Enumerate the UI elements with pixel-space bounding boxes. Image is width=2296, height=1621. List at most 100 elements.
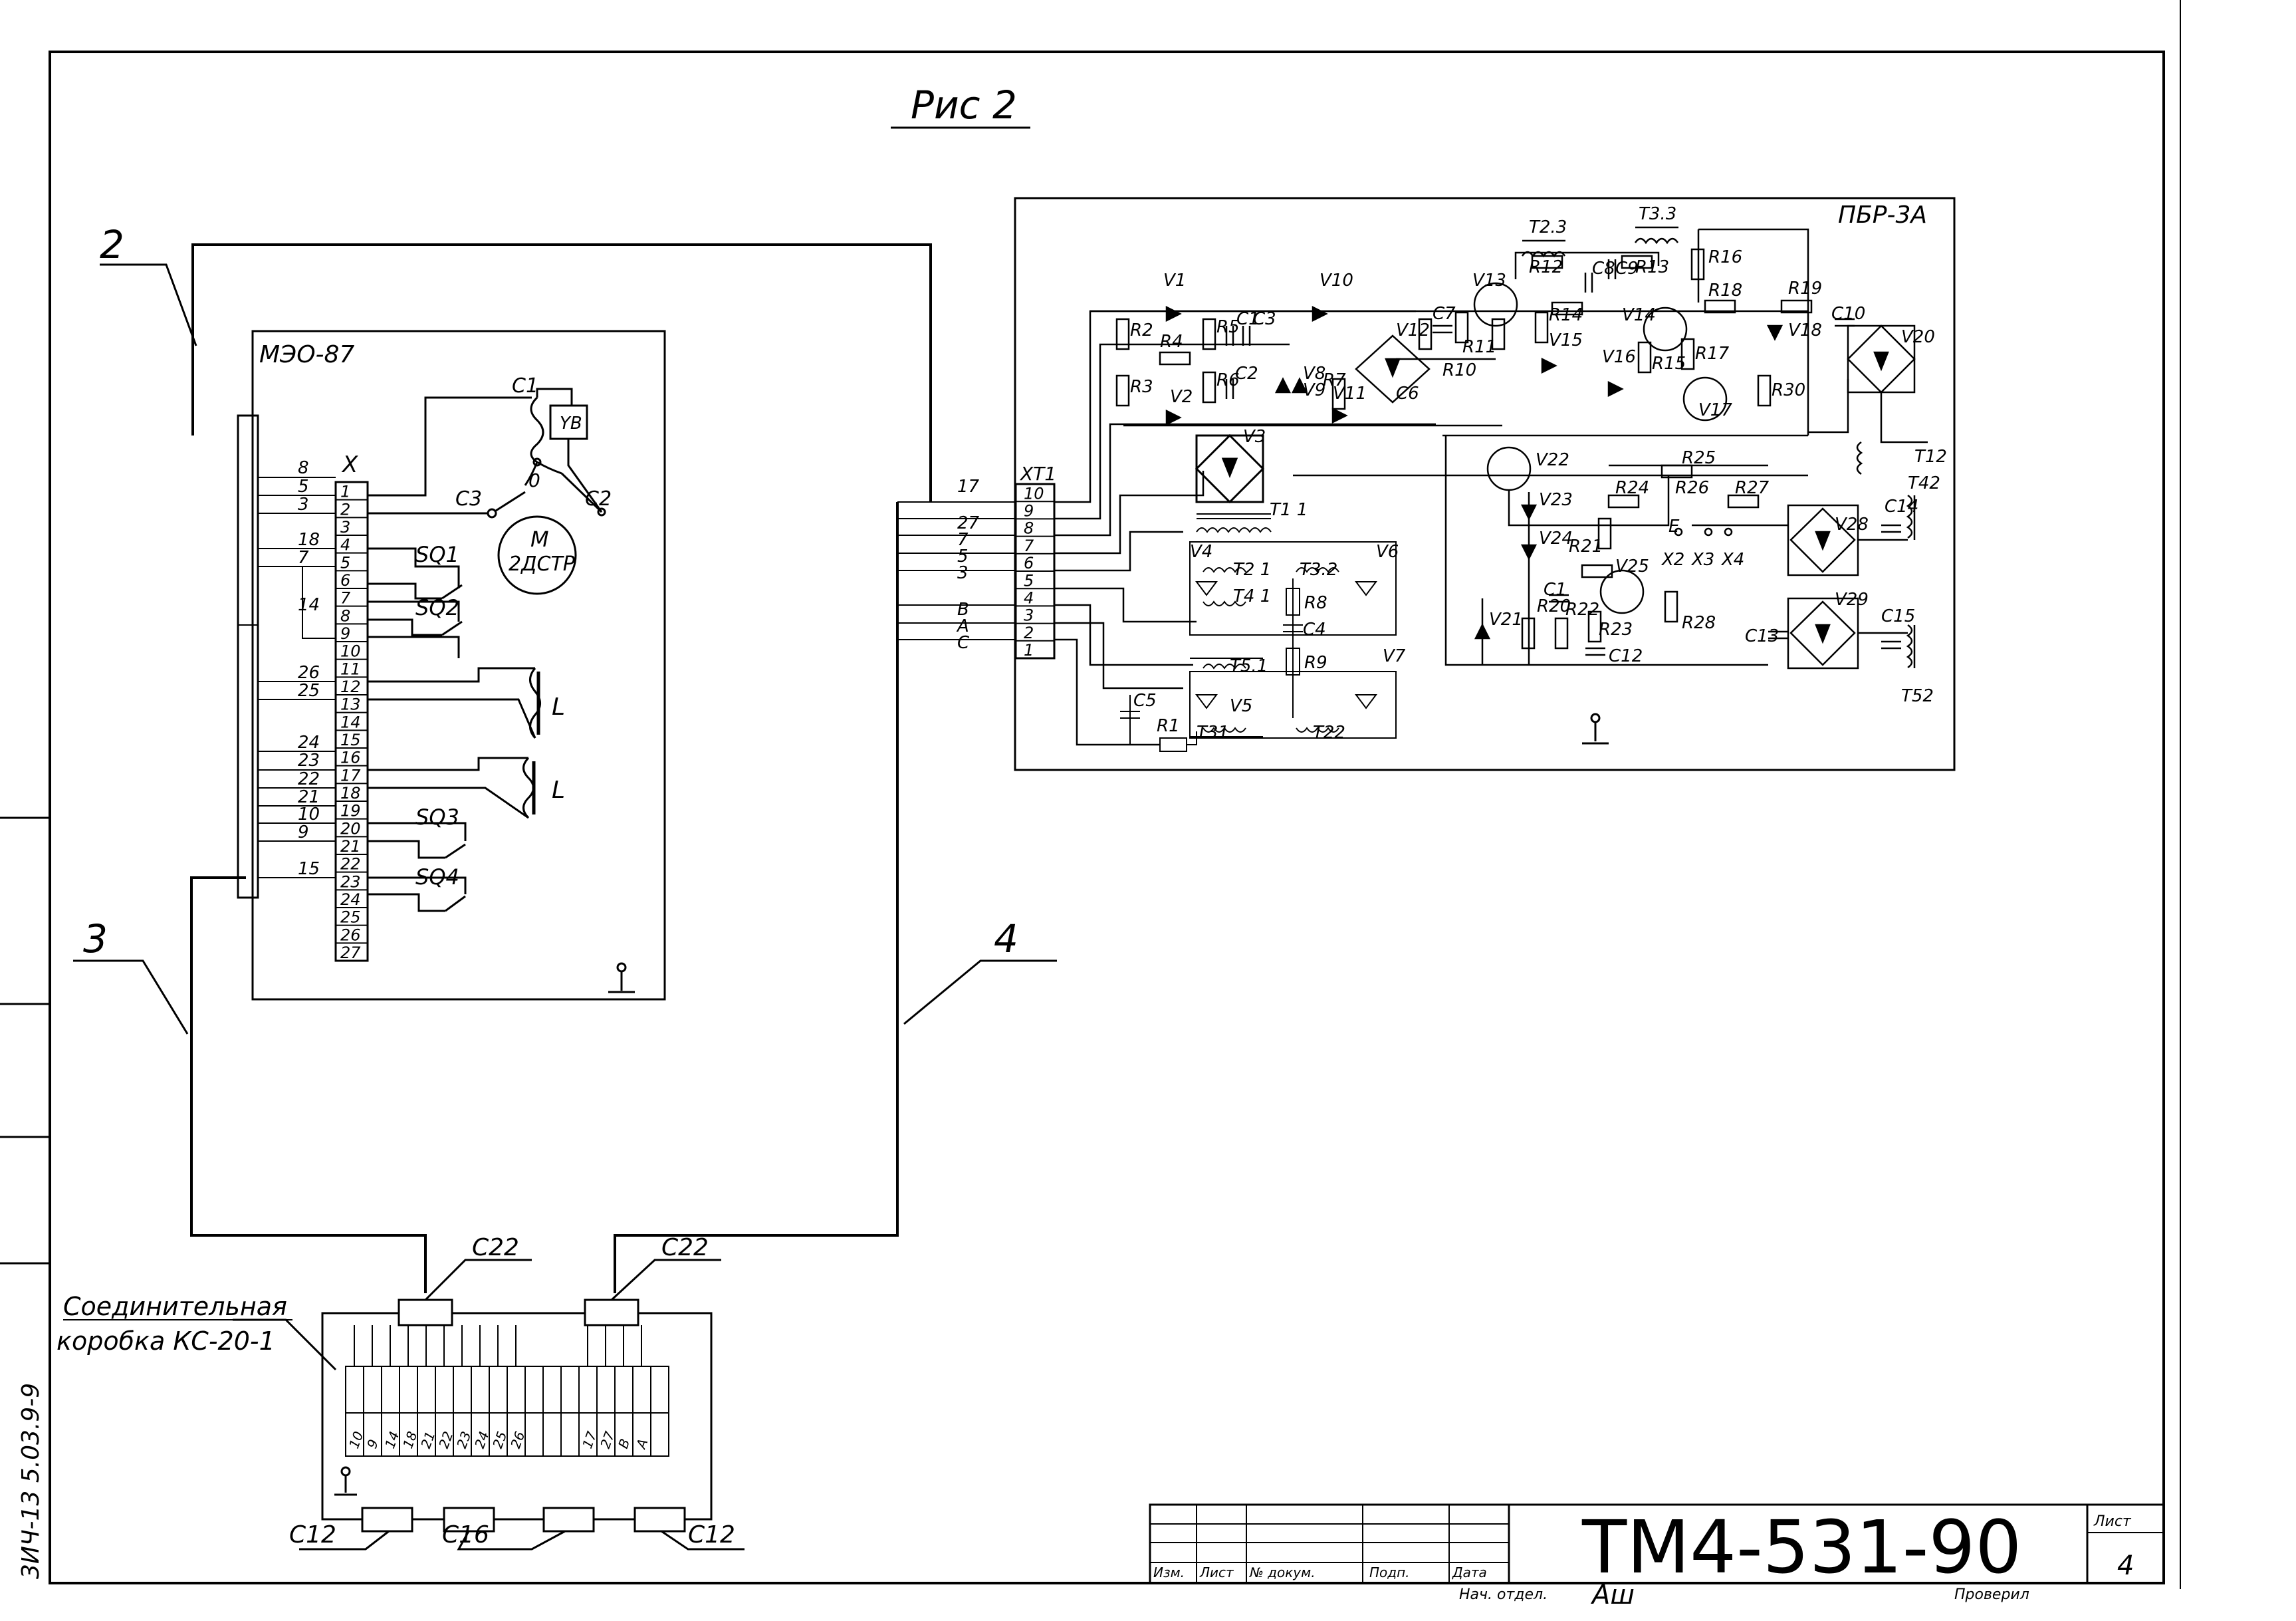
tb-header-1: Лист <box>1199 1564 1234 1580</box>
pbr-wire-C: C <box>957 633 970 653</box>
component-v3: V3 <box>1243 427 1266 447</box>
gland-label-bottom-mid: С16 <box>442 1521 489 1549</box>
component-v15: V15 <box>1549 330 1583 350</box>
component-r22: R22 <box>1565 600 1599 620</box>
motor-node-zero: 0 <box>528 469 540 491</box>
component-r8: R8 <box>1304 593 1327 613</box>
component-v13: V13 <box>1472 271 1506 291</box>
meo-terminal-15: 15 <box>340 731 361 749</box>
margin-stamp: 3ИЧ-13 5.03.9-9 <box>17 1383 45 1579</box>
component-r14: R14 <box>1549 305 1583 325</box>
component-v1: V1 <box>1163 271 1186 291</box>
component-t52: T52 <box>1901 686 1934 706</box>
sheet-frame <box>0 0 2181 1589</box>
meo-strip-label: X <box>341 451 358 478</box>
component-r4: R4 <box>1160 332 1183 352</box>
xt1-pin-6: 6 <box>1024 554 1034 572</box>
meo-terminal-17: 17 <box>340 766 361 785</box>
component-r30: R30 <box>1772 380 1805 400</box>
component-v16: V16 <box>1602 347 1636 367</box>
component-v2: V2 <box>1170 387 1193 407</box>
component-r26: R26 <box>1675 478 1709 498</box>
component-r28: R28 <box>1682 613 1716 633</box>
component-r21: R21 <box>1569 537 1603 557</box>
meo-terminal-numbers: 1234567891011121314151617181920212223242… <box>340 483 361 962</box>
meo-wire-7: 7 <box>298 548 309 568</box>
component-c6: C6 <box>1396 384 1419 404</box>
pbr-block <box>897 197 1956 771</box>
cable-routes <box>190 243 932 1293</box>
meo-terminal-1: 1 <box>340 483 350 501</box>
xt1-pin-4: 4 <box>1024 588 1034 607</box>
motor-node-c2: C2 <box>585 487 612 511</box>
meo-terminal-5: 5 <box>340 553 350 572</box>
component-v25: V25 <box>1615 557 1649 576</box>
coil-l-1: L <box>552 693 565 721</box>
component-v9: V9 <box>1303 380 1325 400</box>
meo-wire-18: 18 <box>298 530 320 550</box>
meo-wire-23: 23 <box>298 751 320 771</box>
component-t23: T2.3 <box>1529 217 1567 237</box>
component-v17: V17 <box>1698 400 1732 420</box>
xt1-pin-5: 5 <box>1024 571 1034 590</box>
gland-label-bottom-left: С12 <box>289 1521 336 1549</box>
component-v28: V28 <box>1835 515 1869 535</box>
meo-terminal-25: 25 <box>340 908 361 927</box>
meo-terminal-13: 13 <box>340 695 361 714</box>
switch-sq3: SQ3 <box>415 805 459 830</box>
motor-node-c3: C3 <box>455 487 482 511</box>
component-c1: C1 <box>1236 309 1260 329</box>
box-terminal-2: 9 <box>364 1437 382 1451</box>
drawn-label: Нач. отдел. <box>1459 1586 1548 1603</box>
meo-terminal-6: 6 <box>340 571 350 590</box>
meo-terminal-22: 22 <box>340 855 361 874</box>
component-c4: C4 <box>1303 620 1326 640</box>
tb-header-2: № докум. <box>1249 1564 1316 1580</box>
meo-title: МЭО-87 <box>259 341 354 368</box>
component-c8: C8 <box>1592 259 1615 279</box>
gland-label-bottom-right: С12 <box>688 1521 735 1549</box>
xt1-pin-2: 2 <box>1024 624 1034 642</box>
component-r19: R19 <box>1788 279 1822 299</box>
component-r18: R18 <box>1708 281 1742 301</box>
component-t12: T12 <box>1914 447 1947 467</box>
figure-title: Рис 2 <box>911 82 1017 128</box>
meo-wire-14: 14 <box>298 595 320 615</box>
callout-4: 4 <box>994 916 1018 961</box>
pbr-wire-3: 3 <box>957 563 969 583</box>
meo-wire-3: 3 <box>298 495 309 515</box>
meo-wire-21: 21 <box>298 787 320 807</box>
meo-block <box>237 330 666 1001</box>
component-c7: C7 <box>1433 304 1456 324</box>
xt1-pin-1: 1 <box>1024 641 1034 660</box>
switch-sq4: SQ4 <box>415 864 459 890</box>
meo-terminal-12: 12 <box>340 678 361 696</box>
component-x2: X2 <box>1661 550 1684 570</box>
component-r16: R16 <box>1708 247 1742 267</box>
meo-wire-5: 5 <box>298 477 309 497</box>
tb-header-3: Подп. <box>1369 1564 1410 1580</box>
xt1-pin-9: 9 <box>1024 501 1034 520</box>
meo-terminal-2: 2 <box>340 500 350 519</box>
meo-terminal-dividers <box>336 499 368 944</box>
component-r1: R1 <box>1157 716 1180 736</box>
meo-terminal-18: 18 <box>340 784 361 803</box>
meo-wire-15: 15 <box>298 859 320 879</box>
callout-leaders <box>73 263 1057 1035</box>
checked-label: Проверил <box>1954 1586 2029 1603</box>
signature: Аш <box>1590 1580 1635 1610</box>
gland-label-top-right: С22 <box>661 1234 709 1261</box>
component-v4: V4 <box>1190 542 1212 562</box>
component-v8: V8 <box>1303 364 1325 384</box>
component-t22: T22 <box>1313 723 1345 743</box>
meo-terminal-8: 8 <box>340 606 350 625</box>
meo-wire-8: 8 <box>298 458 309 478</box>
component-c9: C9 <box>1615 259 1639 279</box>
component-r20: R20 <box>1537 596 1571 616</box>
component-c11: C1 <box>1544 580 1567 600</box>
component-c2: C2 <box>1235 364 1258 384</box>
